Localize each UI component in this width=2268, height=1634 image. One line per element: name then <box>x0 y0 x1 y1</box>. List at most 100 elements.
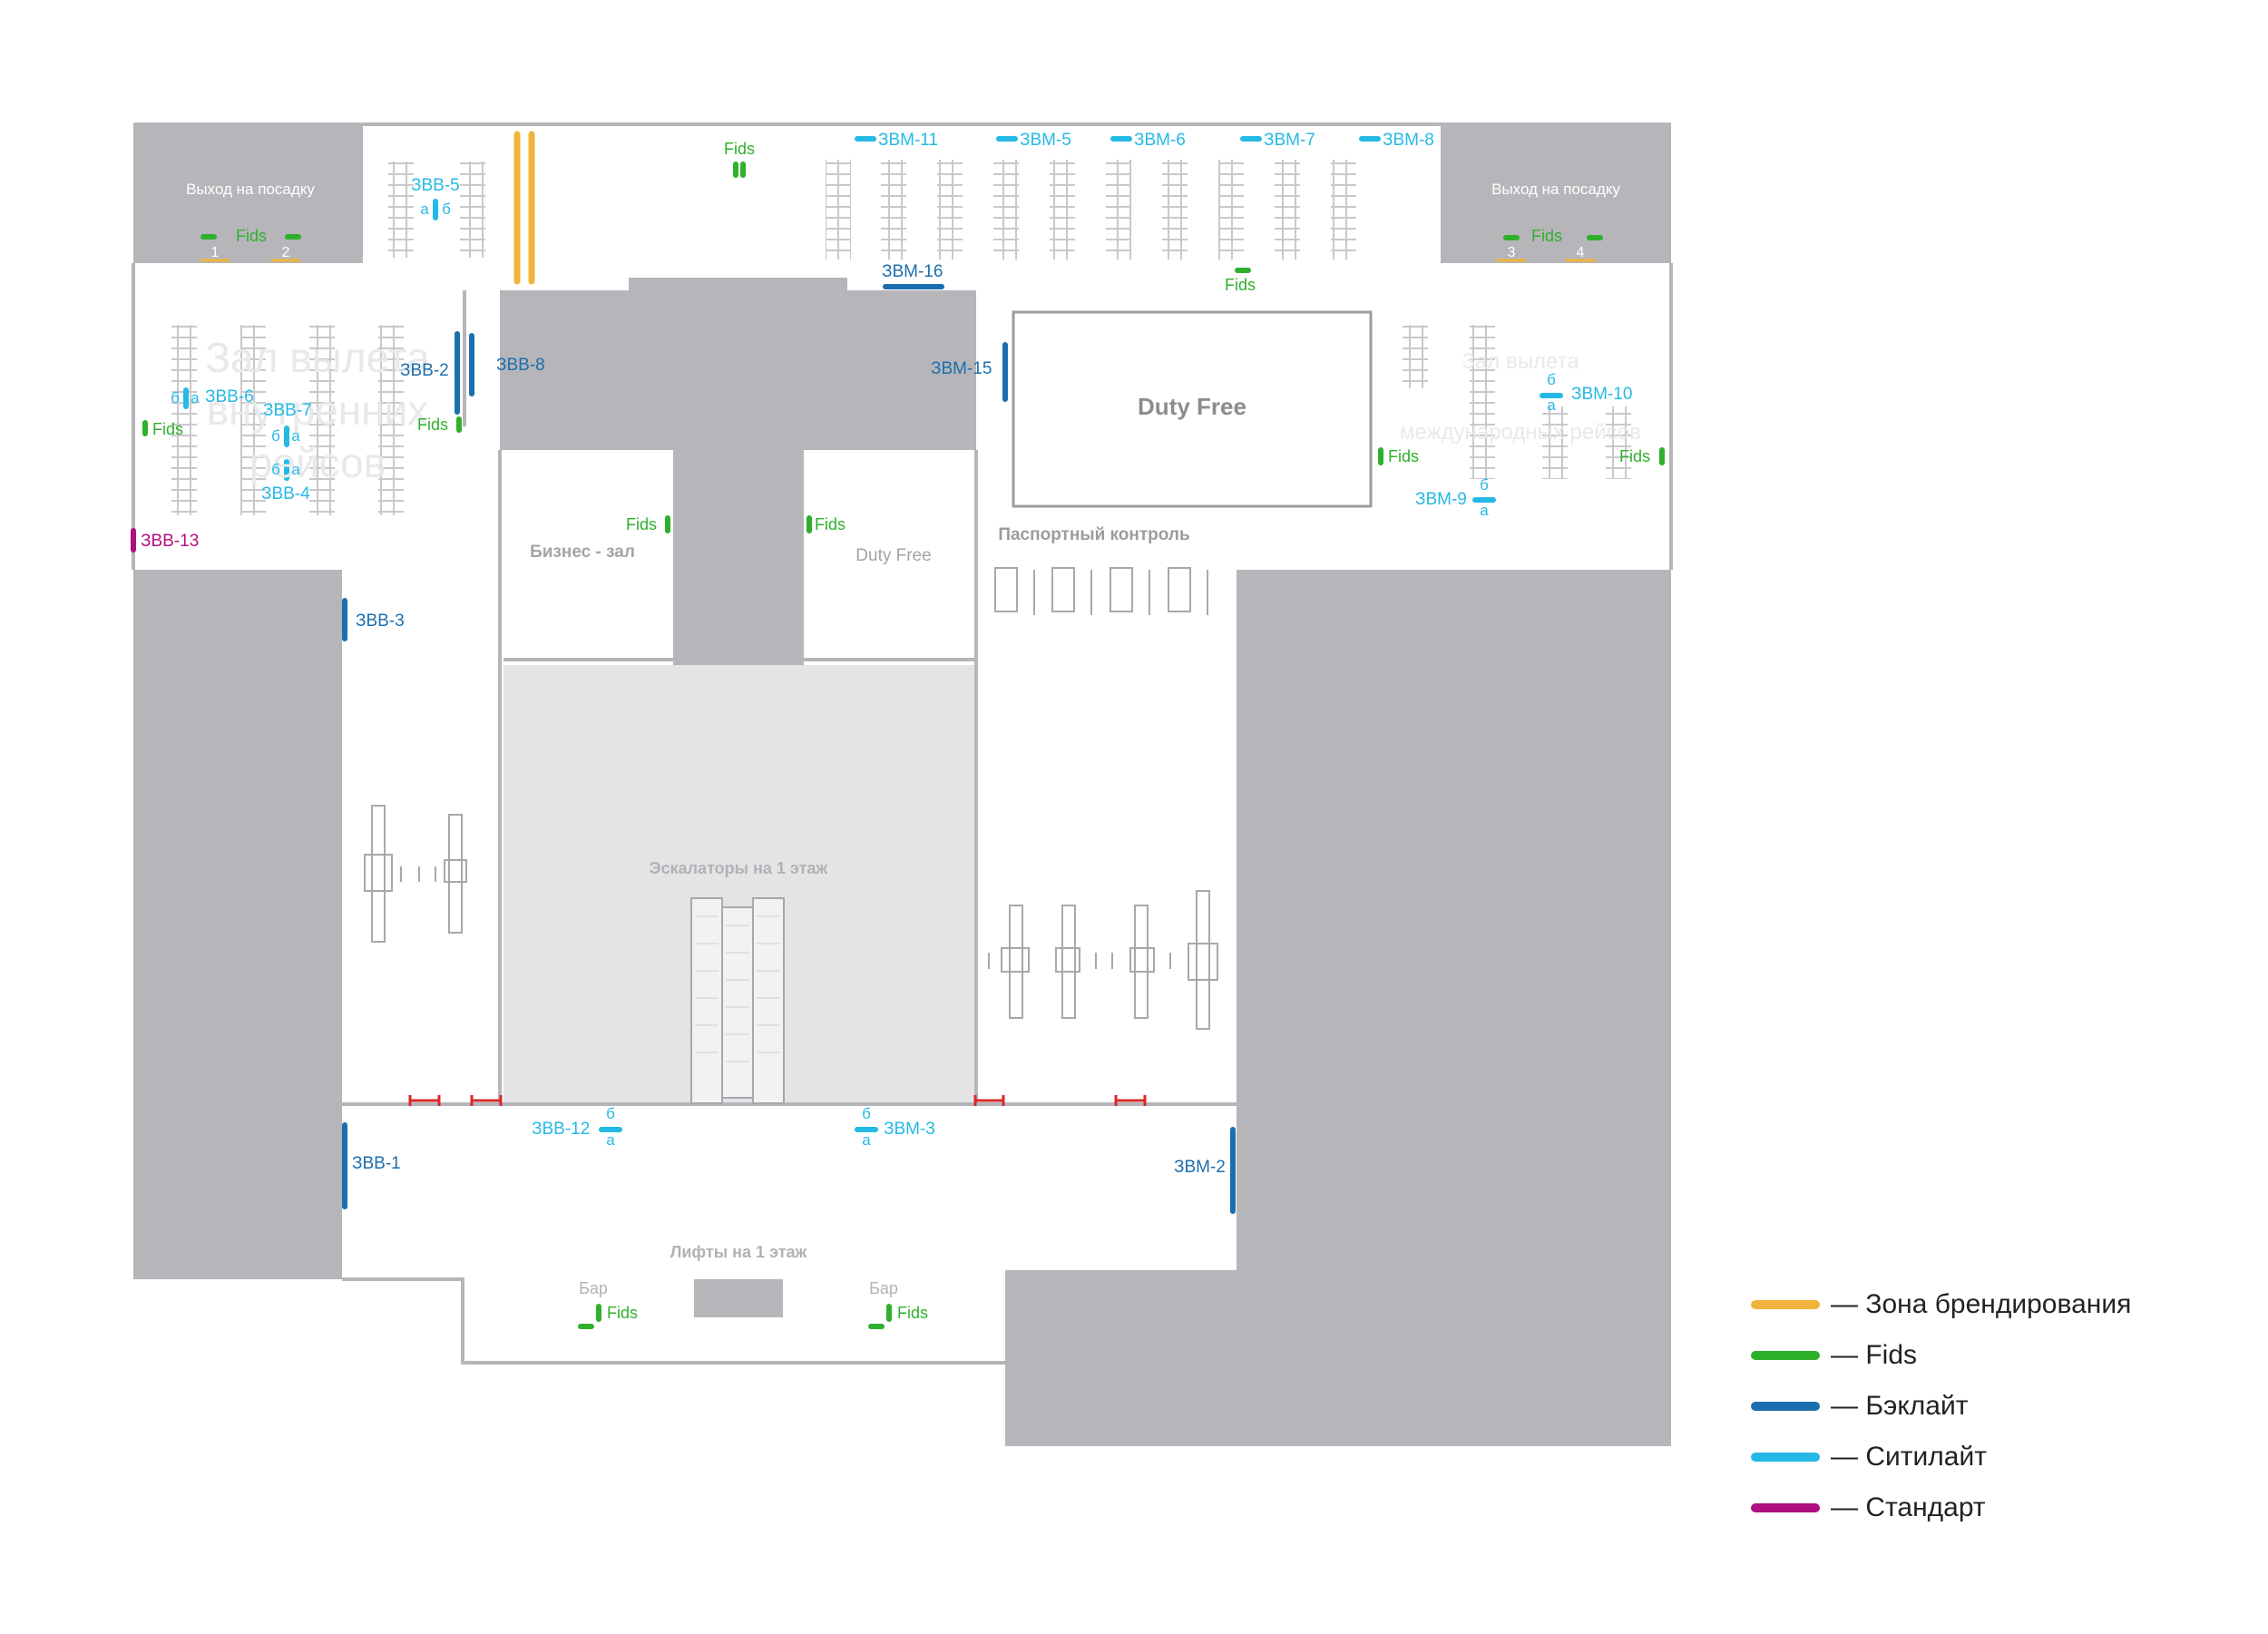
spot-label-zbm9: ЗВМ-9 <box>1415 490 1467 509</box>
gate-number-3: 3 <box>1508 245 1516 260</box>
backlight-markers <box>342 284 1236 1214</box>
label-boarding-exit-left: Выход на посадку <box>186 181 315 198</box>
spot-label-zbb13: ЗВВ-13 <box>141 532 199 551</box>
spot-label-zbm10: ЗВМ-10 <box>1571 385 1632 404</box>
legend-swatch <box>1751 1300 1820 1309</box>
spot-labels-citylight: ЗВМ-11 ЗВМ-5 ЗВМ-6 ЗВМ-7 ЗВМ-8 ЗВВ-5 ЗВВ… <box>205 131 1632 1139</box>
legend-item-branding: — Зона брендирования <box>1751 1279 2259 1330</box>
legend-item-backlight: — Бэклайт <box>1751 1381 2259 1432</box>
legend-label: — Fids <box>1831 1340 1918 1370</box>
side-b-marker: б <box>1547 371 1556 388</box>
legend-label: — Стандарт <box>1831 1492 1986 1522</box>
spot-label-zbb3: ЗВВ-3 <box>356 612 405 631</box>
legend-label: — Зона брендирования <box>1831 1289 2132 1319</box>
escalator-steps <box>695 915 780 1062</box>
spot-label-zbb2: ЗВВ-2 <box>400 361 449 380</box>
label-domestic-hall-3: рейсов <box>249 439 386 486</box>
side-b-marker: б <box>862 1105 871 1122</box>
side-b-marker: б <box>1480 476 1489 494</box>
wall-bottom-right <box>1005 1270 1671 1446</box>
wall-top-left <box>133 122 363 263</box>
fids-label: Fids <box>1619 447 1650 465</box>
spot-label-zbm15: ЗВМ-15 <box>931 359 992 378</box>
legend-item-standard: — Стандарт <box>1751 1482 2259 1533</box>
side-a-marker: а <box>1547 396 1556 414</box>
label-international-hall-2: международных рейсов <box>1400 420 1641 445</box>
gate-number-2: 2 <box>282 245 290 260</box>
gate-numbers: 1 2 3 4 <box>211 245 1585 260</box>
gate-number-1: 1 <box>211 245 220 260</box>
fids-labels: Fids Fids Fids Fids Fids Fids Fids Fids … <box>152 140 1650 1322</box>
spot-label-zbm2: ЗВМ-2 <box>1174 1158 1226 1177</box>
legend-label: — Бэклайт <box>1831 1391 1969 1421</box>
legend-swatch <box>1751 1503 1820 1512</box>
wall-central-top <box>629 278 847 292</box>
seating <box>171 160 1631 515</box>
spot-label-zbb4: ЗВВ-4 <box>261 484 310 504</box>
elevator-block <box>694 1279 783 1317</box>
fids-label: Fids <box>1388 447 1419 465</box>
legend-swatch <box>1751 1453 1820 1462</box>
fids-markers <box>142 161 1665 1329</box>
spot-label-zbb8: ЗВВ-8 <box>496 356 545 375</box>
walls <box>133 122 1671 1446</box>
security-frames <box>364 805 1218 1030</box>
outline <box>132 122 1673 1365</box>
side-markers: а б б а б а б а б а б а б а б а <box>171 201 1556 1149</box>
spot-label-zbb6: ЗВВ-6 <box>205 387 254 406</box>
fids-label: Fids <box>724 140 755 158</box>
fids-label: Fids <box>626 515 657 533</box>
label-boarding-exit-right: Выход на посадку <box>1491 181 1620 198</box>
wall-central-block <box>500 290 976 450</box>
spot-label-zbb1: ЗВВ-1 <box>352 1154 401 1173</box>
legend-swatch <box>1751 1402 1820 1411</box>
area-labels: Выход на посадку Выход на посадку Зал вы… <box>186 181 1641 1297</box>
legend-item-citylight: — Ситилайт <box>1751 1432 2259 1482</box>
fids-label: Fids <box>607 1304 638 1322</box>
side-a-marker: а <box>291 461 300 478</box>
label-passport-control: Паспортный контроль <box>998 525 1189 544</box>
fids-label: Fids <box>1225 276 1256 294</box>
legend-item-fids: — Fids <box>1751 1330 2259 1381</box>
legend-swatch <box>1751 1351 1820 1360</box>
duty-free-main-box <box>1012 310 1373 508</box>
gate-number-4: 4 <box>1577 245 1585 260</box>
label-domestic-hall-2: внутренних <box>207 386 429 434</box>
spot-label-zbb12: ЗВВ-12 <box>532 1120 590 1139</box>
label-bar-right: Бар <box>869 1279 898 1297</box>
label-international-hall-1: Зал вылета <box>1461 349 1579 374</box>
fids-label: Fids <box>815 515 846 533</box>
spot-label-zbm6: ЗВМ-6 <box>1134 131 1186 150</box>
side-b-marker: б <box>606 1105 615 1122</box>
side-b-marker: б <box>442 201 451 218</box>
spot-label-zbm5: ЗВМ-5 <box>1020 131 1071 150</box>
spot-label-zbb7: ЗВВ-7 <box>263 401 312 420</box>
rope-barriers <box>408 1095 1147 1106</box>
branding-zones <box>513 131 535 285</box>
escalators <box>690 897 785 1104</box>
wall-top-right <box>1441 122 1671 263</box>
wall-left <box>133 570 342 1279</box>
fids-label: Fids <box>236 227 267 245</box>
label-elevators: Лифты на 1 этаж <box>670 1243 807 1261</box>
side-b-marker: б <box>271 461 280 478</box>
side-a-marker: а <box>606 1131 615 1149</box>
label-escalators: Эскалаторы на 1 этаж <box>650 859 828 877</box>
label-bar-left: Бар <box>579 1279 608 1297</box>
fids-label: Fids <box>897 1304 928 1322</box>
side-b-marker: б <box>271 427 280 445</box>
side-a-marker: а <box>862 1131 871 1149</box>
spot-label-zbb5: ЗВВ-5 <box>411 176 460 195</box>
spot-label-zbm7: ЗВМ-7 <box>1264 131 1315 150</box>
citylight-markers <box>183 136 1563 1132</box>
side-a-marker: а <box>191 389 200 406</box>
passport-booths <box>994 567 1208 615</box>
label-domestic-hall-1: Зал вылета <box>205 334 430 381</box>
label-duty-free-main: Duty Free <box>1138 393 1246 420</box>
spot-labels-backlight: ЗВМ-16 ЗВВ-2 ЗВВ-8 ЗВМ-15 ЗВВ-3 ЗВВ-1 ЗВ… <box>352 262 1226 1177</box>
side-b-marker: б <box>171 389 180 406</box>
side-a-marker: а <box>291 427 300 445</box>
spot-label-zbm8: ЗВМ-8 <box>1383 131 1434 150</box>
label-business-lounge: Бизнес - зал <box>530 543 635 562</box>
